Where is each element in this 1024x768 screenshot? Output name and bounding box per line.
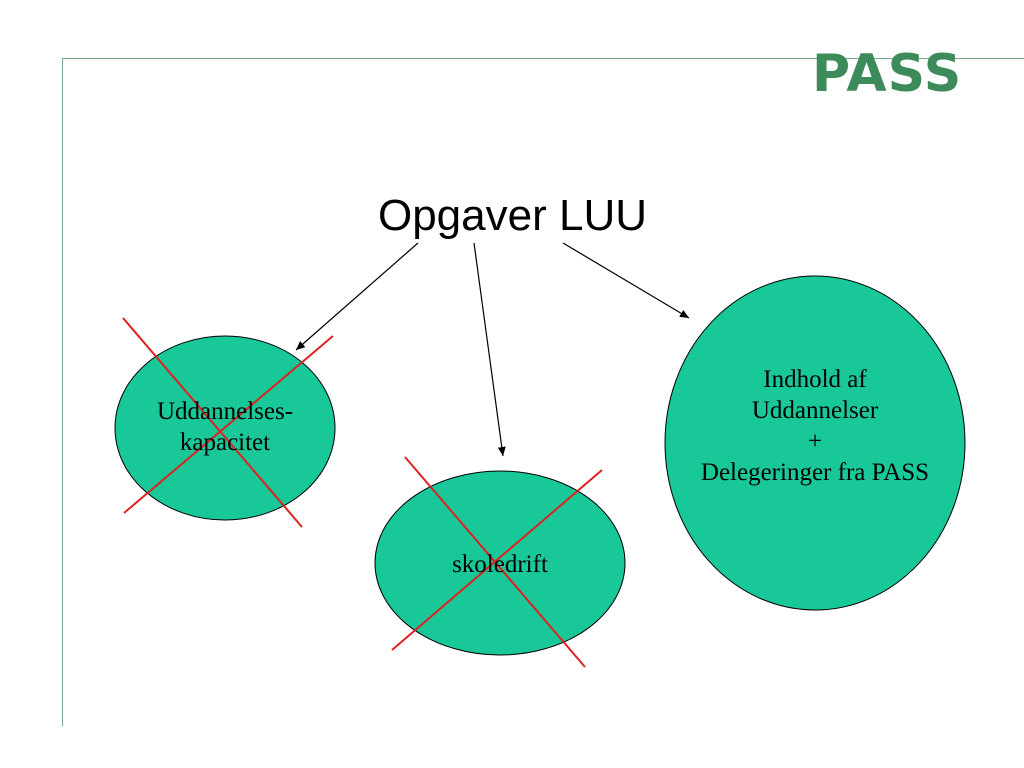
node-label-line: kapacitet [179,429,271,456]
cross-mark-skoledrift [391,456,603,668]
node-label-uddannelseskapacitet: Uddannelses- kapacitet [115,396,335,458]
arrow-to-skoledrift [473,242,506,457]
node-label-line: skoledrift [452,551,548,578]
node-label-line: Delegeringer fra PASS [700,459,930,486]
page-title: Opgaver LUU [377,191,647,240]
pass-logo: PASS [812,44,963,104]
frame-left-line [62,58,63,726]
arrow-to-uddannelseskapacitet [295,242,419,351]
node-label-line: Indhold af [763,366,867,393]
node-label-line: Uddannelses- [156,398,294,425]
cross-mark-uddannelseskapacitet [122,317,334,528]
arrow-to-indhold [562,242,690,319]
frame-top-line [62,58,1024,59]
node-skoledrift-ellipse [374,470,626,656]
node-label-skoledrift: skoledrift [400,549,600,580]
node-label-line: Uddannelser [751,397,879,424]
node-indhold-ellipse [664,275,966,611]
node-label-line: + [807,428,823,455]
node-label-indhold: Indhold af Uddannelser + Delegeringer fr… [650,364,980,488]
